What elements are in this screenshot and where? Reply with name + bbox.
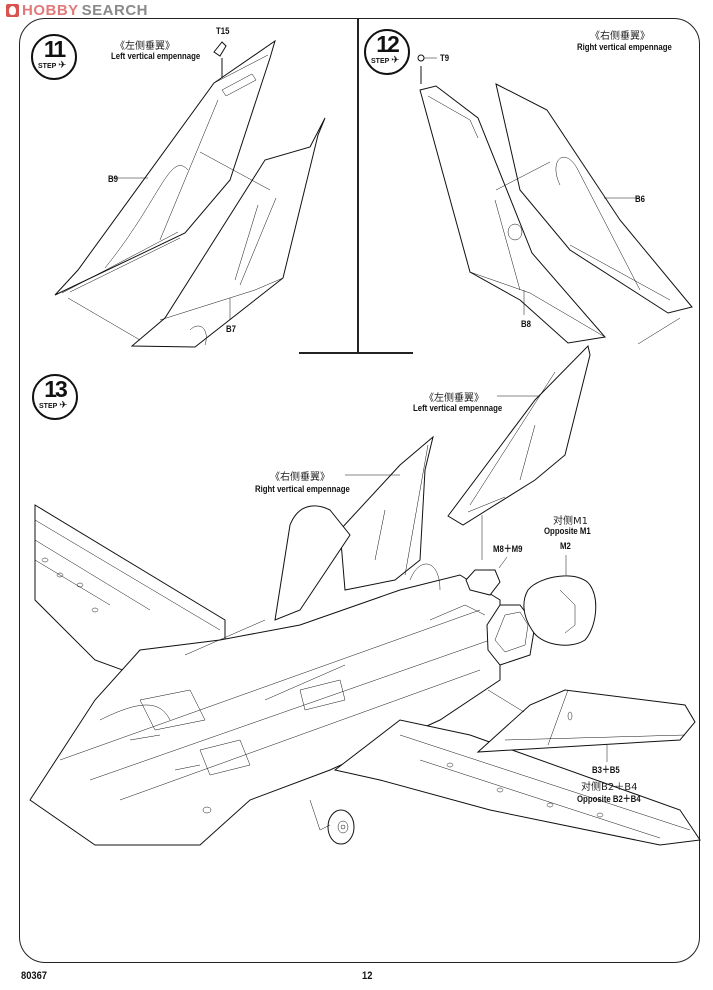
step-11-title-cn: 《左侧垂翼》: [115, 41, 175, 52]
step13-engine-nozzle: [409, 563, 536, 666]
airplane-icon: ✈: [58, 60, 67, 71]
step12-fin-b8: [419, 85, 606, 344]
step-11-badge: 11 STEP ✈: [31, 34, 77, 80]
part-label-b7: B7: [226, 324, 236, 335]
step13-left-fin: [447, 344, 591, 560]
step13-leader-lines: [345, 395, 540, 476]
step-13-left-fin-en: Left vertical empennage: [413, 403, 503, 414]
part-label-m8-m9: M8＋M9: [493, 544, 523, 555]
step-11-label: STEP: [38, 63, 57, 70]
step-divider-vertical: [357, 18, 359, 353]
part-label-opposite-b2-b4-en: Opposite B2＋B4: [577, 794, 641, 805]
step-divider-horizontal: [299, 352, 413, 354]
step-13-right-fin-cn: 《右侧垂翼》: [270, 472, 330, 483]
step12-arrows: [417, 54, 681, 345]
step-12-badge: 12 STEP ✈: [364, 29, 410, 75]
step13-left-stabilizer-upper: [274, 505, 351, 621]
step-12-title-cn: 《右侧垂翼》: [590, 31, 650, 42]
flame-icon: [6, 4, 19, 17]
part-label-b6: B6: [635, 194, 645, 205]
step-13-opposite-m1-en: Opposite M1: [544, 526, 591, 537]
product-code: 80367: [21, 970, 48, 982]
step-13-right-fin-en: Right vertical empennage: [255, 484, 350, 495]
step13-horizontal-stabilizer: [476, 689, 696, 762]
watermark-brand-search: SEARCH: [81, 2, 149, 19]
page-number: 12: [362, 970, 373, 982]
part-label-t15: T15: [216, 26, 230, 37]
step13-wing-right: [333, 719, 701, 846]
airplane-icon: ✈: [59, 400, 68, 411]
step-12-title-en: Right vertical empennage: [577, 42, 672, 53]
step11-fin-b7: [130, 117, 326, 348]
step-12-number: 12: [376, 31, 400, 57]
step-13-badge: 13 STEP ✈: [32, 374, 78, 420]
step-11-number: 11: [43, 36, 66, 62]
part-label-opposite-b2-b4-cn: 对侧B2＋B4: [581, 782, 638, 793]
part-label-t9: T9: [440, 53, 450, 64]
step-13-number: 13: [44, 376, 68, 402]
part-label-b8: B8: [521, 319, 531, 330]
part-label-b3-b5: B3＋B5: [592, 765, 620, 776]
part-t15-shape: [213, 41, 227, 57]
step12-fin-b6: [495, 83, 693, 314]
step13-right-fin-on-body: [339, 435, 434, 591]
step-13-opposite-m1-cn: 对侧M1: [553, 516, 588, 527]
watermark-brand-hobby: HOBBY: [22, 2, 79, 19]
step-13-label: STEP: [39, 403, 58, 410]
watermark-logo: HOBBY SEARCH: [6, 2, 148, 19]
airplane-icon: ✈: [391, 55, 400, 66]
step13-part-m2-shroud: [523, 555, 597, 646]
step13-part-m8-m9: [465, 556, 508, 596]
page-frame: [19, 18, 700, 963]
step-13-left-fin-cn: 《左侧垂翼》: [424, 393, 484, 404]
step-11-title-en: Left vertical empennage: [111, 51, 201, 62]
part-label-m2: M2: [560, 541, 571, 552]
step11-fin-b9: [54, 39, 276, 296]
part-label-b9: B9: [108, 174, 118, 185]
step11-arrows: [67, 41, 271, 341]
step13-landing-gear: [309, 799, 355, 845]
step-12-label: STEP: [371, 58, 390, 65]
